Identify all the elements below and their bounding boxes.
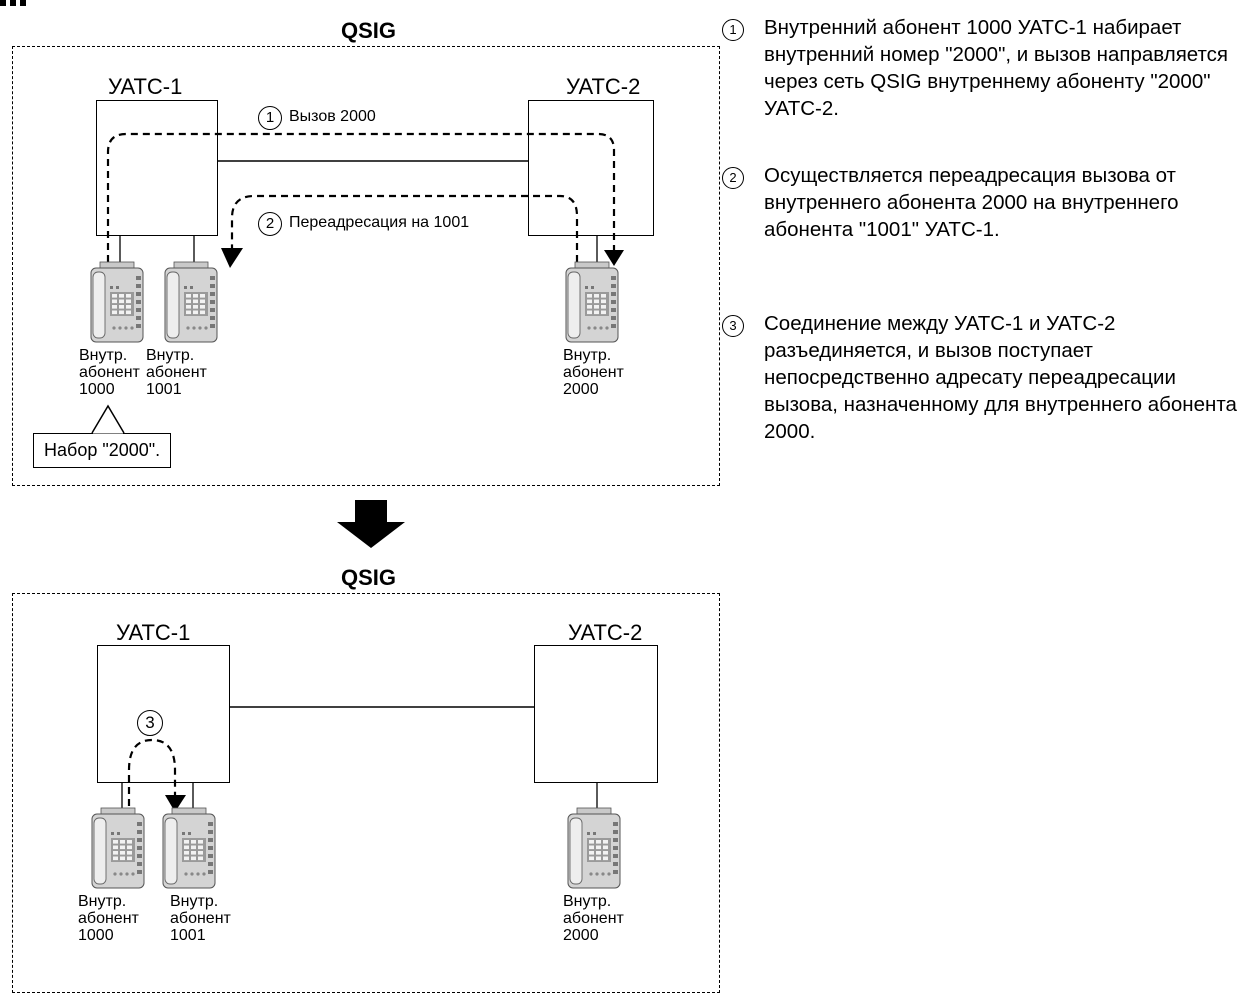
ext-label-line: Внутр. [78,893,127,910]
ext-label-line: абонент [79,364,140,381]
bottom-ext-2000-label: Внутр. абонент 2000 [563,893,624,944]
bottom-ext-1000-label: Внутр. абонент 1000 [78,893,139,944]
ext-label-line: 1001 [170,927,206,944]
bottom-pbx2-box [534,645,658,783]
step-1-marker-number: 1 [265,109,275,126]
phone-icon [563,261,623,344]
ext-label-line: Внутр. [79,347,128,364]
step-1-text: Внутренний абонент 1000 УАТС-1 набирает … [764,16,1229,120]
step-2-description: 2 Осуществляется переадресация вызова от… [722,162,1242,243]
phone-icon [565,807,625,890]
step-3-marker-number: 3 [145,713,155,732]
top-pbx2-box [528,100,654,236]
step-2-marker-number: 2 [265,215,275,232]
ext-label-line: Внутр. [563,347,612,364]
step-1-number-icon: 1 [722,19,744,41]
top-diagram-panel [12,46,720,486]
step-1-description: 1 Внутренний абонент 1000 УАТС-1 набирае… [722,14,1242,122]
phone-icon [160,807,220,890]
top-pbx2-label: УАТС-2 [566,74,641,99]
step-3-number-icon: 3 [722,315,744,337]
bottom-ext-1001-label: Внутр. абонент 1001 [170,893,231,944]
step-2-text: Осуществляется переадресация вызова от в… [764,164,1179,241]
ext-label-line: абонент [563,364,624,381]
top-panel-title: QSIG [341,18,397,43]
ext-label-line: абонент [170,910,231,927]
bottom-pbx1-label: УАТС-1 [116,620,191,645]
step-2-number-icon: 2 [722,167,744,189]
ext-label-line: 1001 [146,381,182,398]
phone-icon [88,261,148,344]
forward-label: Переадресация на 1001 [289,214,470,231]
ext-label-line: 1000 [79,381,115,398]
step-1-marker: 1 [258,106,282,130]
phone-icon [162,261,222,344]
top-pbx1-box [96,100,218,236]
bottom-pbx2-label: УАТС-2 [568,620,643,645]
phone-icon [89,807,149,890]
step-3-text: Соединение между УАТС-1 и УАТС-2 разъеди… [764,312,1237,443]
step-2-marker: 2 [258,212,282,236]
ext-label-line: 1000 [78,927,114,944]
bottom-pbx1-box [97,645,230,783]
ext-label-line: Внутр. [170,893,219,910]
top-ext-1001-label: Внутр. абонент 1001 [146,347,207,398]
ext-label-line: абонент [78,910,139,927]
top-ext-1000-label: Внутр. абонент 1000 [79,347,140,398]
dial-bubble: Набор "2000". [33,433,172,468]
ext-label-line: Внутр. [146,347,195,364]
ext-label-line: 2000 [563,927,599,944]
step-3-description: 3 Соединение между УАТС-1 и УАТС-2 разъе… [722,310,1242,445]
ext-label-line: абонент [563,910,624,927]
call-label: Вызов 2000 [289,108,376,125]
bottom-panel-title: QSIG [341,565,397,590]
top-ext-2000-label: Внутр. абонент 2000 [563,347,624,398]
top-pbx1-label: УАТС-1 [108,74,183,99]
ext-label-line: Внутр. [563,893,612,910]
ext-label-line: 2000 [563,381,599,398]
ext-label-line: абонент [146,364,207,381]
down-arrow-icon [335,500,407,550]
step-3-marker: 3 [137,710,163,736]
corner-bracket-icon [0,0,30,6]
